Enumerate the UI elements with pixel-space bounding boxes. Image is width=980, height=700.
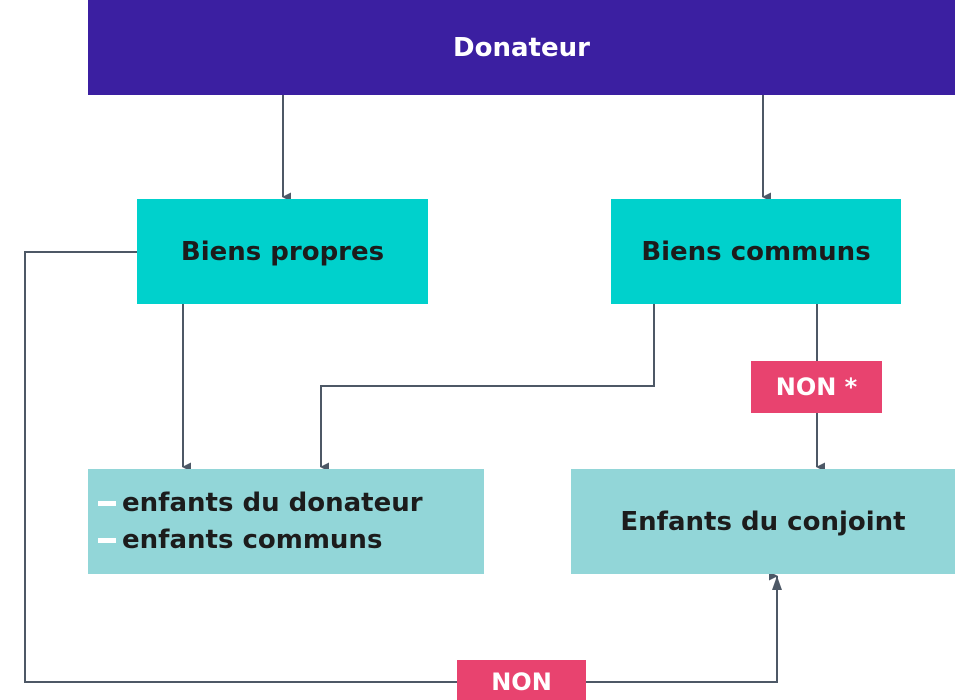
enfants-list: enfants du donateur enfants communs — [98, 485, 423, 559]
enfants-communs-label: enfants communs — [122, 524, 383, 555]
donateur-label: Donateur — [453, 32, 590, 63]
dash-bullet-icon — [98, 537, 116, 543]
dash-bullet-icon — [98, 500, 116, 506]
arrow-non-to-conjoint — [586, 571, 778, 683]
biens-communs-box: Biens communs — [611, 199, 901, 304]
non-star-tag: NON * — [751, 361, 882, 413]
biens-propres-label: Biens propres — [180, 236, 385, 267]
enfants-box: enfants du donateur enfants communs — [88, 469, 484, 574]
biens-communs-label: Biens communs — [641, 236, 871, 267]
non-tag: NON — [457, 660, 586, 700]
non-label: NON — [491, 668, 552, 696]
list-item: enfants du donateur — [98, 485, 423, 522]
non-star-label: NON * — [775, 373, 858, 401]
enfants-conjoint-box: Enfants du conjoint — [571, 469, 955, 574]
donateur-box: Donateur — [88, 0, 955, 95]
list-item: enfants communs — [98, 522, 423, 559]
line-biens-propres-loop-left — [24, 251, 457, 683]
enfants-conjoint-label: Enfants du conjoint — [620, 506, 906, 537]
biens-propres-box: Biens propres — [137, 199, 428, 304]
arrow-up-head-icon — [772, 576, 782, 590]
enfants-donateur-label: enfants du donateur — [122, 487, 423, 518]
arrow-biens-communs-to-enfants — [320, 304, 655, 472]
